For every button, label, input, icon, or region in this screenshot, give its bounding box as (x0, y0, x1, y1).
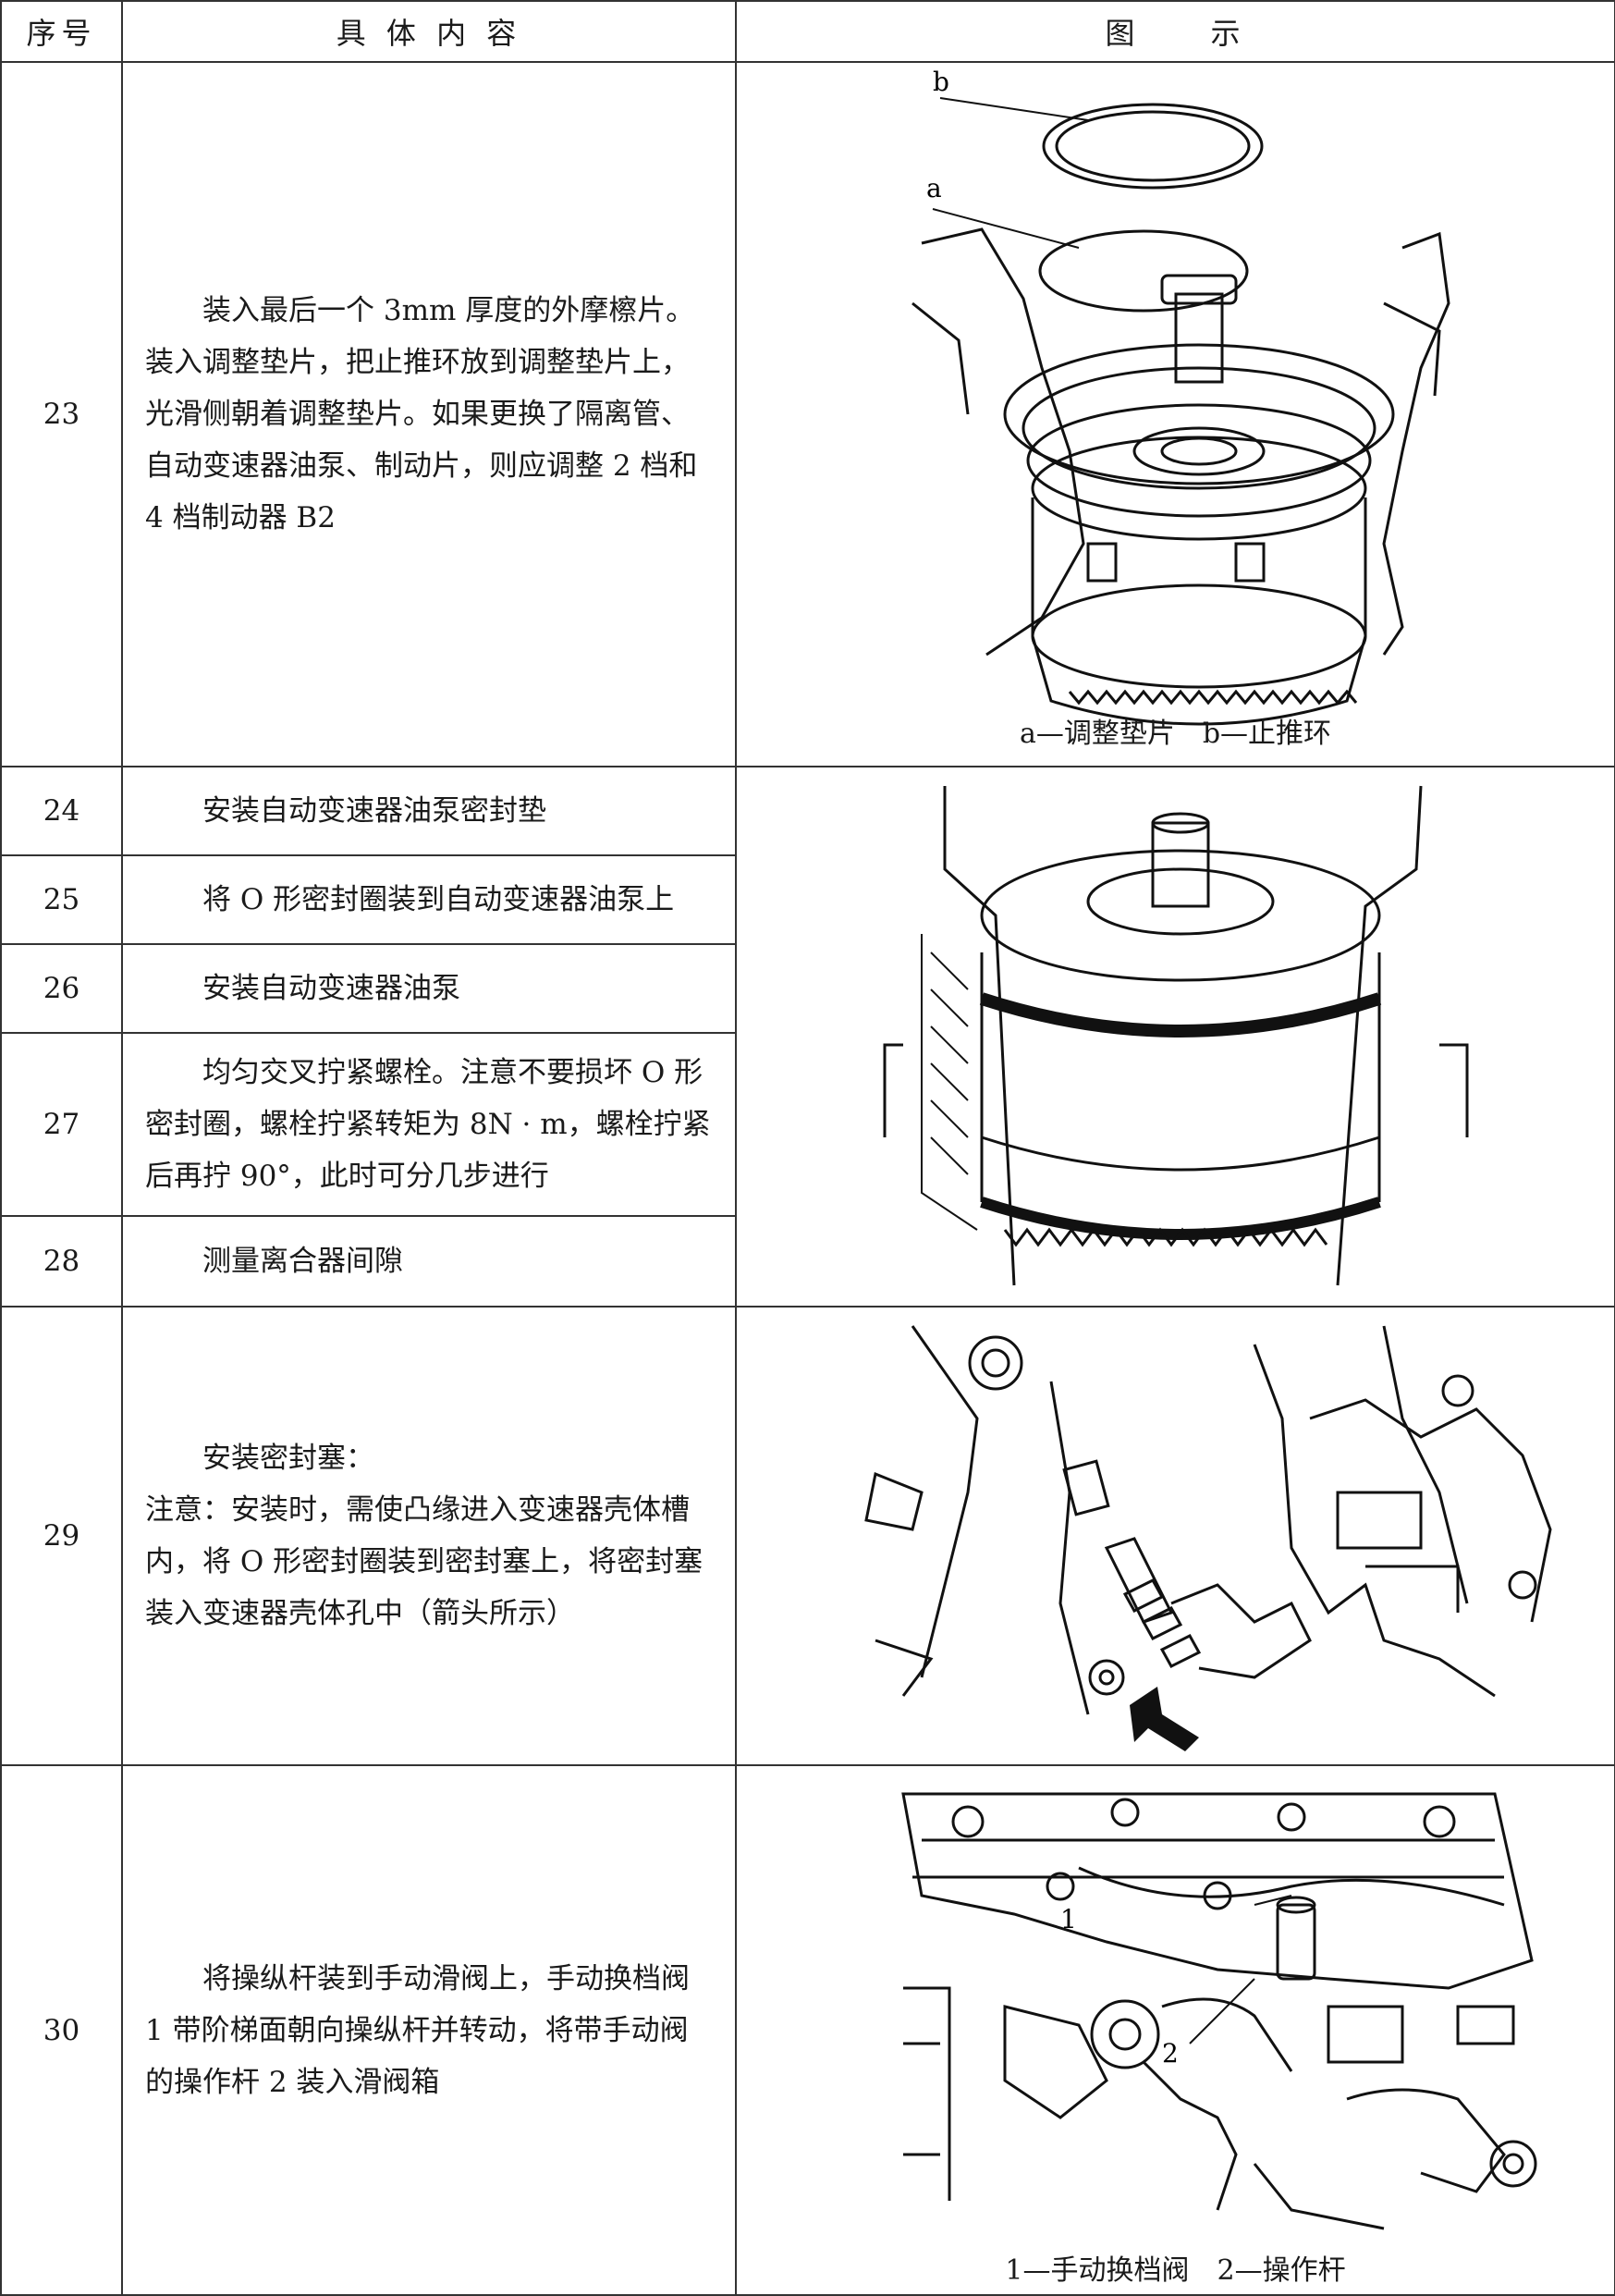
table-row: 25 将 O 形密封圈装到自动变速器油泵上 (0, 854, 1615, 945)
table-row: 28 测量离合器间隙 (0, 1215, 1615, 1308)
figure-cell-23: b a a—调整垫片 b—止推环 (735, 61, 1615, 767)
table-row: 23 装入最后一个 3mm 厚度的外摩檫片。装入调整垫片，把止推环放到调整垫片上… (0, 61, 1615, 767)
step-text: 装入最后一个 3mm 厚度的外摩檫片。装入调整垫片，把止推环放到调整垫片上，光滑… (121, 61, 737, 767)
figure-cell-30: 1 2 1—手动换档阀 2—操作杆 (735, 1764, 1615, 2296)
step-text: 将操纵杆装到手动滑阀上，手动换档阀 1 带阶梯面朝向操纵杆并转动，将带手动阀的操… (121, 1764, 737, 2296)
step-number: 25 (0, 854, 123, 945)
table-row: 24 安装自动变速器油泵密封垫 (0, 766, 1615, 1308)
figure-caption-30: 1—手动换档阀 2—操作杆 (1005, 2254, 1346, 2287)
label-1: 1 (1060, 1904, 1077, 1934)
step-text: 安装密封塞： 注意：安装时，需使凸缘进入变速器壳体槽内，将 O 形密封圈装到密封… (121, 1306, 737, 1766)
header-content: 具 体 内 容 (121, 0, 737, 63)
step-text: 均匀交叉拧紧螺栓。注意不要损坏 O 形密封圈，螺栓拧紧转矩为 8N · m，螺栓… (121, 1032, 737, 1217)
sealing-plug-illustration (864, 1325, 1552, 1751)
table-header-row: 序号 具 体 内 容 图 示 (0, 0, 1615, 63)
table-row: 29 安装密封塞： 注意：安装时，需使凸缘进入变速器壳体槽内，将 O 形密封圈装… (0, 1306, 1615, 1766)
header-figure: 图 示 (735, 0, 1615, 63)
label-a: a (926, 173, 942, 203)
figure-cell-24-28 (735, 766, 1615, 1308)
figure-cell-29 (735, 1306, 1615, 1766)
step-number: 27 (0, 1032, 123, 1217)
table-row: 30 将操纵杆装到手动滑阀上，手动换档阀 1 带阶梯面朝向操纵杆并转动，将带手动… (0, 1764, 1615, 2296)
step-number: 23 (0, 61, 123, 767)
label-b: b (933, 67, 949, 97)
step-text: 测量离合器间隙 (121, 1215, 737, 1308)
step-text: 安装自动变速器油泵 (121, 943, 737, 1034)
step-text: 将 O 形密封圈装到自动变速器油泵上 (121, 854, 737, 945)
header-number: 序号 (0, 0, 123, 63)
table-row: 26 安装自动变速器油泵 (0, 943, 1615, 1034)
table-row: 27 均匀交叉拧紧螺栓。注意不要损坏 O 形密封圈，螺栓拧紧转矩为 8N · m… (0, 1032, 1615, 1217)
manual-valve-lever-illustration: 1 2 (901, 1792, 1537, 2230)
label-2: 2 (1162, 2038, 1179, 2069)
arrow-icon (1130, 1687, 1199, 1751)
step-number: 28 (0, 1215, 123, 1308)
transmission-shim-illustration: b a (911, 67, 1450, 726)
step-number: 29 (0, 1306, 123, 1766)
figure-caption-23: a—调整垫片 b—止推环 (1019, 718, 1332, 750)
step-text: 安装自动变速器油泵密封垫 (121, 766, 737, 856)
step-number: 26 (0, 943, 123, 1034)
step-number: 30 (0, 1764, 123, 2296)
step-number: 24 (0, 766, 123, 856)
oil-pump-installation-illustration (883, 785, 1469, 1286)
